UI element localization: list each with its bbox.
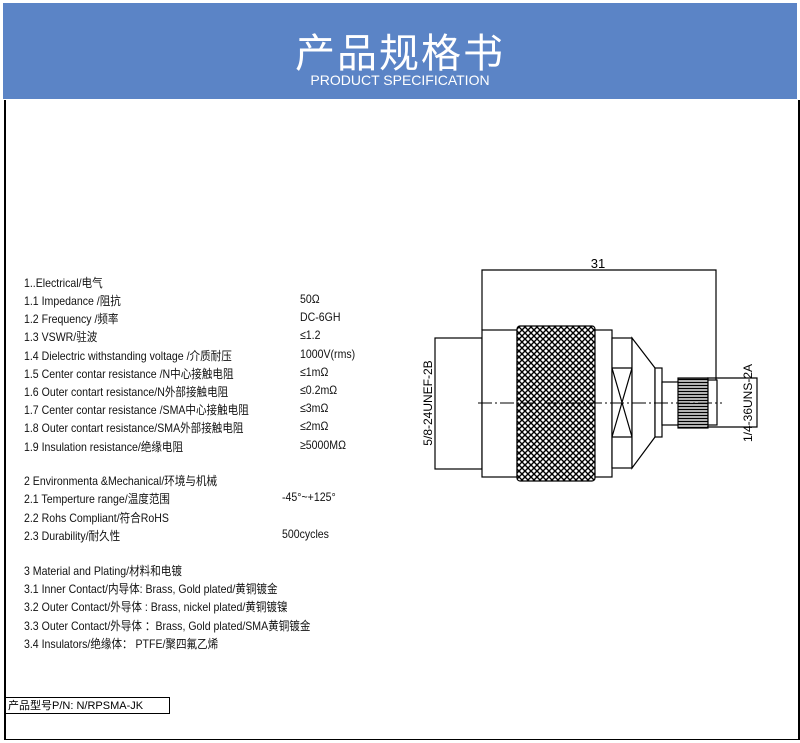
spec-value: DC-6GH bbox=[300, 310, 341, 325]
dimension-label: 31 bbox=[591, 256, 605, 271]
spec-label: 1.6 Outer contart resistance/N外部接触电阻 bbox=[24, 385, 229, 399]
section-heading: 1..Electrical/电气 bbox=[24, 276, 103, 290]
spec-value: 50Ω bbox=[300, 292, 320, 306]
spec-value: -45°~+125° bbox=[282, 490, 336, 504]
spec-label: 1.8 Outer contart resistance/SMA外部接触电阻 bbox=[24, 421, 244, 436]
spec-value: ≤1mΩ bbox=[300, 364, 329, 379]
left-thread-label: 5/8-24UNEF-2B bbox=[421, 360, 435, 445]
spec-label: 1.5 Center contar resistance /N中心接触电阻 bbox=[24, 366, 234, 381]
part-number-box: 产品型号P/N: N/RPSMA-JK bbox=[4, 697, 170, 714]
spec-label: 2.1 Temperture range/温度范围 bbox=[24, 492, 170, 506]
spec-label: 1.2 Frequency /频率 bbox=[24, 312, 119, 327]
material-row: 3.4 Insulators/绝缘体： PTFE/聚四氟乙烯 bbox=[24, 636, 219, 651]
header-banner: 产品规格书 PRODUCT SPECIFICATION bbox=[3, 3, 797, 99]
spec-value: ≤2mΩ bbox=[300, 419, 329, 434]
spec-value: 1000V(rms) bbox=[300, 346, 356, 361]
plug-front bbox=[434, 337, 483, 470]
spec-label: 1.9 Insulation resistance/绝缘电阻 bbox=[24, 439, 184, 454]
spec-value: 500cycles bbox=[282, 527, 329, 542]
spec-label: 1.3 VSWR/驻波 bbox=[24, 330, 98, 345]
section-heading: 3 Material and Plating/材料和电镀 bbox=[24, 564, 182, 578]
material-row: 3.1 Inner Contact/内导体: Brass, Gold plate… bbox=[24, 582, 278, 596]
dimension-line bbox=[481, 269, 717, 380]
section-heading: 2 Environmenta &Mechanical/环境与机械 bbox=[24, 474, 218, 488]
spec-value: ≤1.2 bbox=[300, 328, 321, 343]
spec-label: 1.7 Center contar resistance /SMA中心接触电阻 bbox=[24, 403, 249, 418]
spec-label: 1.1 Impedance /阻抗 bbox=[24, 294, 121, 308]
spec-value: ≤3mΩ bbox=[300, 401, 329, 416]
spec-label: 1.4 Dielectric withstanding voltage /介质耐… bbox=[24, 348, 232, 363]
content-frame bbox=[4, 100, 800, 740]
spec-label: 2.3 Durability/耐久性 bbox=[24, 529, 121, 544]
right-thread-label: 1/4-36UNS-2A bbox=[741, 364, 755, 442]
spec-value: ≤0.2mΩ bbox=[300, 383, 338, 397]
page-title: 产品规格书 bbox=[295, 31, 505, 77]
page-subtitle: PRODUCT SPECIFICATION bbox=[310, 72, 490, 88]
material-row: 3.3 Outer Contact/外导体 ：Brass, Gold plate… bbox=[24, 618, 311, 633]
material-row: 3.2 Outer Contact/外导体 : Brass, nickel pl… bbox=[24, 600, 288, 615]
spec-value: ≥5000MΩ bbox=[300, 437, 346, 452]
spec-label: 2.2 Rohs Compliant/符合RoHS bbox=[24, 510, 169, 525]
